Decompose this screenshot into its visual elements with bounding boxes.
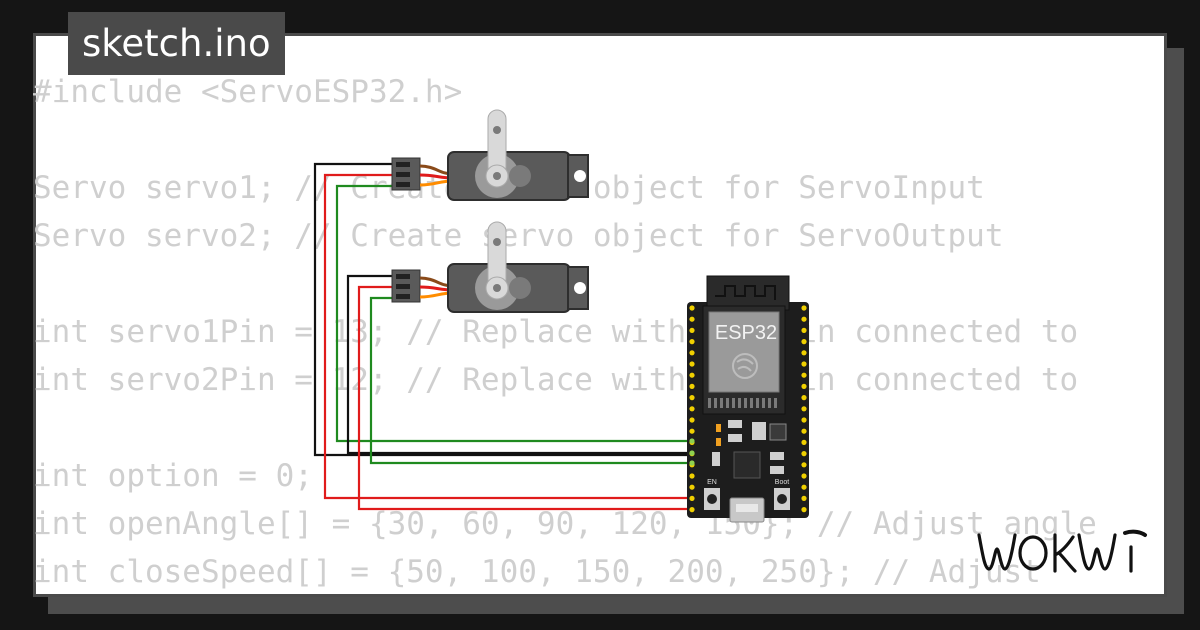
header-pin — [689, 361, 695, 367]
wire-servo2-gnd[interactable] — [346, 274, 690, 455]
header-pin — [801, 473, 807, 479]
header-pin — [689, 428, 695, 434]
file-tab[interactable]: sketch.ino — [68, 12, 285, 75]
header-pin — [689, 406, 695, 412]
header-pin — [801, 462, 807, 468]
header-pin — [801, 383, 807, 389]
code-line: int openAngle[] = {30, 60, 90, 120, 150}… — [33, 506, 1097, 542]
header-pin — [801, 339, 807, 345]
pin-header-right — [801, 305, 807, 513]
header-pin — [801, 439, 807, 445]
wire-servo1-gnd[interactable] — [313, 162, 690, 457]
esp32-board[interactable]: ESP32 Boot EN — [687, 275, 809, 523]
header-pin — [801, 406, 807, 412]
header-pin — [801, 451, 807, 457]
header-pin — [689, 417, 695, 423]
header-pin — [801, 417, 807, 423]
header-pin — [801, 361, 807, 367]
header-pin — [689, 316, 695, 322]
header-pin — [689, 305, 695, 311]
code-line: int servo2Pin = 12; // Replace with the … — [33, 362, 1079, 398]
wokwi-logo — [977, 529, 1147, 573]
en-button[interactable] — [704, 488, 720, 510]
header-pin — [801, 507, 807, 513]
header-pin — [801, 395, 807, 401]
wire-servo1-signal[interactable] — [335, 184, 690, 443]
header-pin — [689, 383, 695, 389]
header-pin — [689, 484, 695, 490]
boot-label: Boot — [775, 479, 789, 486]
wire-servo2-vcc[interactable] — [357, 285, 690, 511]
header-pin — [801, 495, 807, 501]
servo-motor-2[interactable] — [391, 221, 589, 313]
header-pin — [689, 339, 695, 345]
code-line: #include <ServoESP32.h> — [33, 74, 463, 110]
header-pin — [801, 428, 807, 434]
header-pin — [801, 316, 807, 322]
header-pin — [689, 350, 695, 356]
header-pin — [801, 327, 807, 333]
header-pin — [689, 395, 695, 401]
header-pin — [689, 507, 695, 513]
header-pin — [801, 305, 807, 311]
wire-servo1-vcc[interactable] — [323, 173, 690, 500]
servo-motor-1[interactable] — [391, 109, 589, 201]
espressif-icon — [732, 353, 758, 379]
header-pin — [689, 372, 695, 378]
header-pin — [801, 372, 807, 378]
wire-servo2-signal[interactable] — [369, 296, 690, 465]
header-pin — [689, 473, 695, 479]
code-preview: #include <ServoESP32.h>Servo servo1; // … — [33, 68, 1133, 596]
preview-card — [33, 33, 1167, 597]
wires — [313, 162, 690, 511]
header-pin — [689, 327, 695, 333]
header-pin — [801, 350, 807, 356]
code-line: int closeSpeed[] = {50, 100, 150, 200, 2… — [33, 554, 1041, 590]
boot-button[interactable] — [774, 488, 790, 510]
header-pin — [689, 495, 695, 501]
code-line: Servo servo2; // Create servo object for… — [33, 218, 1004, 254]
code-line: int option = 0; — [33, 458, 313, 494]
board-label: ESP32 — [715, 322, 777, 344]
en-label: EN — [707, 479, 717, 486]
header-pin — [801, 484, 807, 490]
